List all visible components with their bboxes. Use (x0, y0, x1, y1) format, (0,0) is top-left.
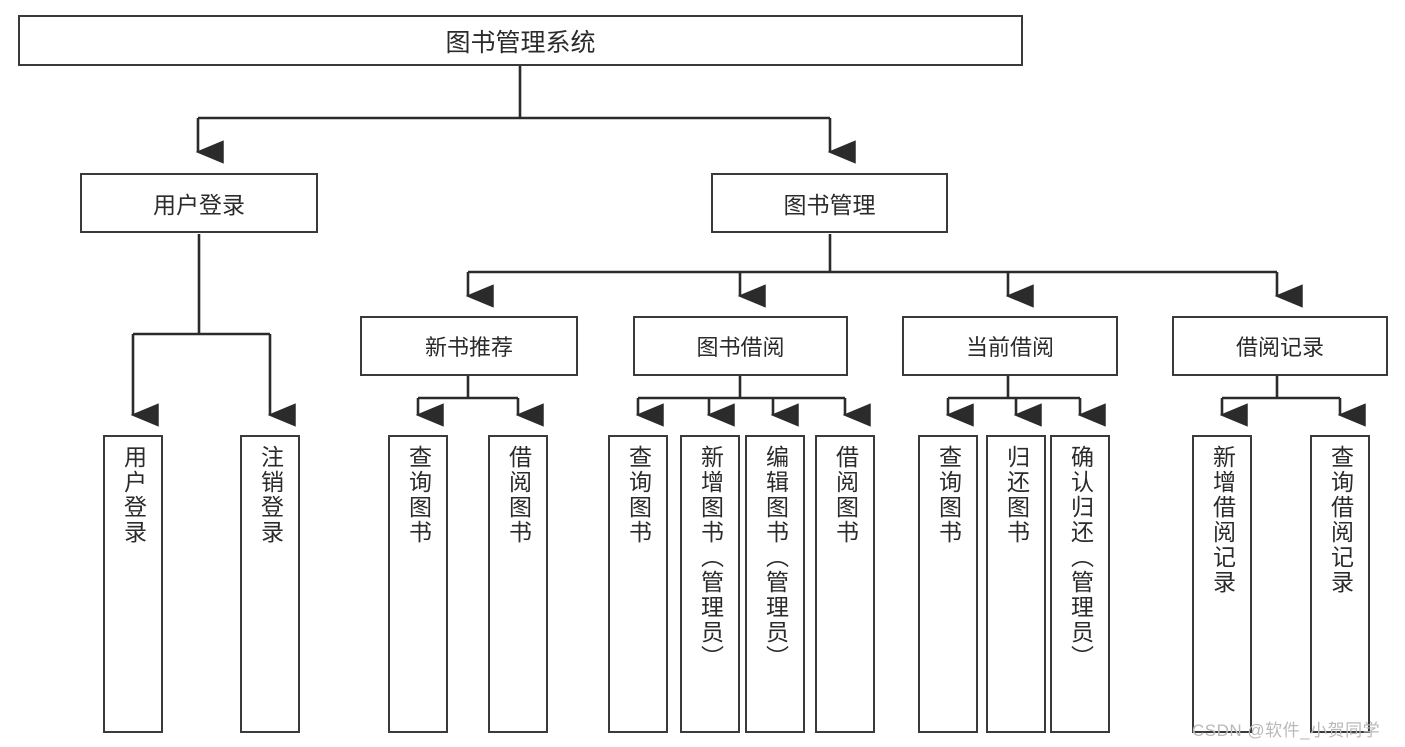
node-book-borrow-label: 图书借阅 (696, 335, 785, 360)
leaf-label: 新增图书（管理员） (697, 445, 724, 670)
node-user-login-label: 用户登录 (153, 192, 245, 218)
leaf-label: 借阅图书 (505, 445, 532, 545)
watermark-text: CSDN @软件_小贺同学 (1192, 721, 1381, 740)
leaf-current-borrow-return[interactable]: 归还图书 (986, 435, 1046, 733)
node-root[interactable]: 图书管理系统 (18, 15, 1023, 66)
leaf-current-borrow-query[interactable]: 查询图书 (918, 435, 978, 733)
leaf-label: 编辑图书（管理员） (762, 445, 789, 670)
leaf-label: 新增借阅记录 (1209, 445, 1236, 595)
leaf-label: 用户登录 (120, 445, 147, 545)
leaf-label: 确认归还（管理员） (1067, 445, 1094, 670)
leaf-label: 查询图书 (625, 445, 652, 545)
leaf-user-login-logout[interactable]: 注销登录 (240, 435, 300, 733)
node-root-label: 图书管理系统 (445, 28, 596, 57)
node-book-borrow[interactable]: 图书借阅 (633, 316, 848, 376)
leaf-borrow-record-query[interactable]: 查询借阅记录 (1310, 435, 1370, 733)
leaf-label: 查询图书 (405, 445, 432, 545)
node-book-management-label: 图书管理 (783, 192, 876, 218)
leaf-current-borrow-confirm[interactable]: 确认归还（管理员） (1050, 435, 1110, 733)
node-borrow-record[interactable]: 借阅记录 (1172, 316, 1388, 376)
leaf-book-borrow-query[interactable]: 查询图书 (608, 435, 668, 733)
node-new-book-recommend-label: 新书推荐 (424, 335, 513, 360)
node-new-book-recommend[interactable]: 新书推荐 (360, 316, 578, 376)
node-current-borrow-label: 当前借阅 (965, 335, 1054, 360)
leaf-label: 注销登录 (257, 445, 284, 545)
node-borrow-record-label: 借阅记录 (1235, 335, 1324, 360)
leaf-label: 查询图书 (935, 445, 962, 545)
leaf-user-login-login[interactable]: 用户登录 (103, 435, 163, 733)
leaf-book-borrow-add[interactable]: 新增图书（管理员） (680, 435, 740, 733)
leaf-book-borrow-borrow[interactable]: 借阅图书 (815, 435, 875, 733)
leaf-label: 查询借阅记录 (1327, 445, 1354, 595)
leaf-borrow-record-add[interactable]: 新增借阅记录 (1192, 435, 1252, 733)
node-current-borrow[interactable]: 当前借阅 (902, 316, 1118, 376)
leaf-new-book-borrow[interactable]: 借阅图书 (488, 435, 548, 733)
node-book-management[interactable]: 图书管理 (711, 173, 948, 233)
leaf-book-borrow-edit[interactable]: 编辑图书（管理员） (745, 435, 805, 733)
leaf-label: 借阅图书 (832, 445, 859, 545)
leaf-label: 归还图书 (1003, 445, 1030, 545)
leaf-new-book-query[interactable]: 查询图书 (388, 435, 448, 733)
node-user-login[interactable]: 用户登录 (80, 173, 318, 233)
